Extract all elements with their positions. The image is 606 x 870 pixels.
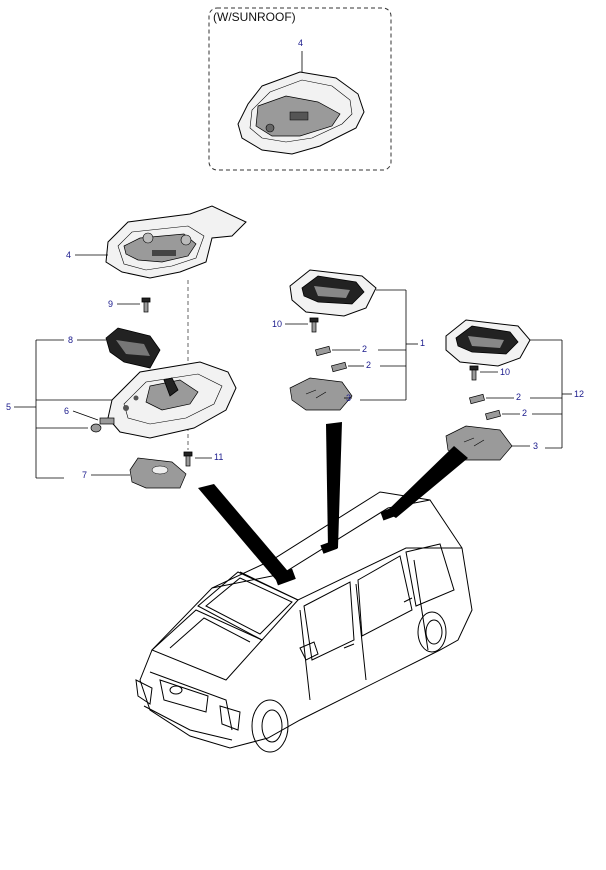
- map-lamp-8: [105, 327, 161, 369]
- callout-2b: 2: [366, 360, 371, 370]
- callout-11: 11: [214, 452, 223, 462]
- callout-4: 4: [66, 250, 71, 260]
- callout-3-right: 3: [533, 441, 538, 451]
- callout-1: 1: [420, 338, 425, 348]
- overhead-console-4: [105, 205, 247, 279]
- callout-9: 9: [108, 299, 113, 309]
- screw-10: [309, 317, 319, 333]
- room-lamp-1: [289, 269, 377, 317]
- callout-5: 5: [6, 402, 11, 412]
- screw-11: [183, 451, 193, 467]
- callout-7: 7: [82, 470, 87, 480]
- bulb-2d: [485, 409, 501, 421]
- bulb-2c: [469, 393, 485, 405]
- sunroof-overhead-console: [237, 71, 365, 155]
- callout-2d: 2: [522, 408, 527, 418]
- group-bracket-1: [360, 289, 418, 401]
- sunroof-option-box: (W/SUNROOF) 4: [208, 7, 392, 171]
- callout-12: 12: [574, 389, 584, 399]
- screw-9: [141, 297, 151, 313]
- callout-3: 3: [346, 393, 351, 403]
- callout-10-right: 10: [500, 367, 510, 377]
- sunroof-option-title: (W/SUNROOF): [213, 10, 296, 24]
- minivan-illustration: [135, 491, 473, 753]
- callout-2a: 2: [362, 344, 367, 354]
- group-bracket-5: [14, 339, 112, 479]
- lens-7: [129, 457, 187, 489]
- callout-2c: 2: [516, 392, 521, 402]
- callout-4-sunroof: 4: [298, 38, 303, 48]
- pointer-wedges: [198, 422, 468, 580]
- group-bracket-12: [530, 339, 572, 449]
- callout-10: 10: [272, 319, 282, 329]
- bulb-2a: [315, 345, 331, 357]
- callout-8: 8: [68, 335, 73, 345]
- bulb-6: [90, 417, 115, 433]
- map-lamp-housing: [107, 361, 237, 439]
- room-lamp-12: [445, 319, 531, 367]
- bulb-2b: [331, 361, 347, 373]
- lens-3: [289, 377, 353, 411]
- screw-10-right: [469, 365, 479, 381]
- callout-6: 6: [64, 406, 69, 416]
